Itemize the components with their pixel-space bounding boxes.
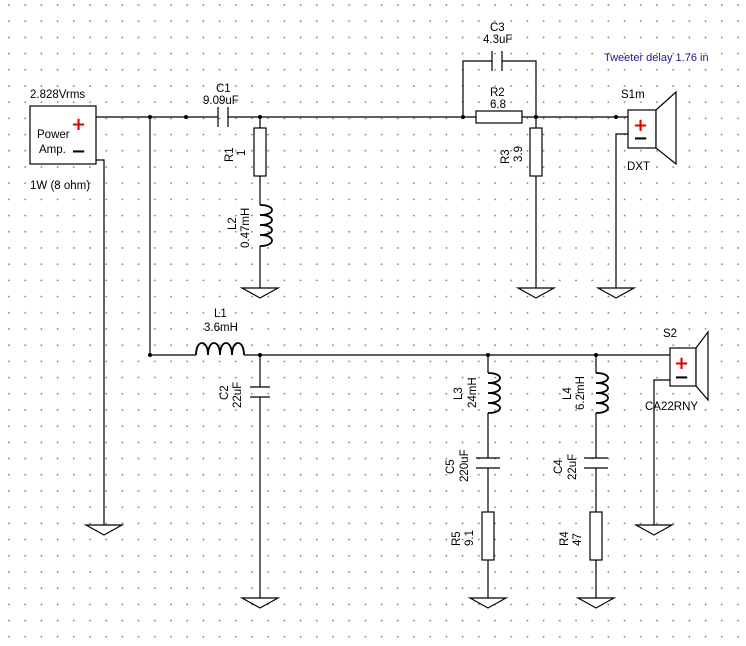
r4-value: 47	[572, 533, 584, 546]
resistor-r4	[589, 511, 603, 561]
speaker-s1: + −	[627, 90, 677, 166]
r2-value: 6.8	[490, 99, 506, 111]
amp-name-line1: Power	[37, 129, 70, 141]
s1-model-label: DXT	[627, 161, 650, 173]
inductor-l1	[195, 342, 245, 356]
resistor-r1	[253, 127, 267, 177]
c4-value: 22uF	[567, 454, 579, 480]
resistor-r5	[481, 511, 495, 561]
amp-voltage-label: 2.828Vrms	[30, 89, 85, 101]
r3-ref: R3	[500, 149, 512, 164]
c1-ref: C1	[216, 83, 231, 95]
amp-power-label: 1W (8 ohm)	[30, 180, 90, 192]
capacitor-c1	[214, 107, 232, 127]
capacitor-c5	[476, 457, 500, 469]
capacitor-c2	[250, 386, 270, 398]
inductor-l2	[259, 204, 273, 247]
l4-value: 6.2mH	[575, 376, 587, 410]
c2-value: 22uF	[232, 382, 244, 408]
junction-dots-top	[148, 115, 618, 119]
s2-ref-label: S2	[663, 328, 677, 340]
c5-value: 220uF	[459, 449, 471, 482]
amp-minus-icon: −	[71, 141, 86, 162]
r2-ref: R2	[490, 87, 505, 99]
r5-value: 9.1	[464, 530, 476, 546]
junction-dots-bottom	[148, 353, 598, 357]
resistor-r2	[475, 110, 523, 124]
r1-ref: R1	[224, 147, 236, 162]
l3-value: 24mH	[467, 377, 479, 408]
c3-ref: C3	[490, 22, 505, 34]
r3-value: 3.9	[513, 146, 525, 162]
tweeter-delay-note: Tweeter delay 1.76 in	[604, 52, 709, 64]
speaker-s2: + −	[669, 330, 709, 402]
ground-symbols	[83, 287, 675, 609]
r1-value: 1	[236, 150, 248, 156]
l4-ref: L4	[562, 387, 574, 400]
l1-ref: L1	[214, 308, 227, 320]
s2-model-label: CA22RNY	[645, 401, 698, 413]
capacitor-c4	[584, 457, 608, 469]
inductor-l4	[595, 372, 609, 414]
s2-plus-icon: +	[674, 353, 689, 374]
power-amp: Power Amp. + −	[29, 105, 97, 165]
c3-value: 4.3uF	[483, 34, 512, 46]
r5-ref: R5	[451, 531, 463, 546]
c1-value: 9.09uF	[203, 95, 239, 107]
l2-value: 0.47mH	[240, 208, 252, 248]
s1-minus-icon: −	[633, 128, 648, 149]
c2-ref: C2	[219, 385, 231, 400]
l2-ref: L2	[227, 217, 239, 230]
amp-name-line2: Amp.	[39, 144, 66, 156]
resistor-r3	[529, 127, 543, 177]
s1-plus-icon: +	[633, 115, 648, 136]
c4-ref: C4	[553, 459, 565, 474]
capacitor-c3	[491, 51, 503, 71]
s2-minus-icon: −	[674, 367, 689, 388]
inductor-l3	[487, 372, 501, 414]
r4-ref: R4	[559, 531, 571, 546]
l3-ref: L3	[453, 387, 465, 400]
l1-value: 3.6mH	[204, 322, 238, 334]
c5-ref: C5	[445, 459, 457, 474]
amp-plus-icon: +	[71, 114, 86, 135]
s1-ref-label: S1m	[621, 89, 645, 101]
woofer-wires	[244, 354, 670, 598]
